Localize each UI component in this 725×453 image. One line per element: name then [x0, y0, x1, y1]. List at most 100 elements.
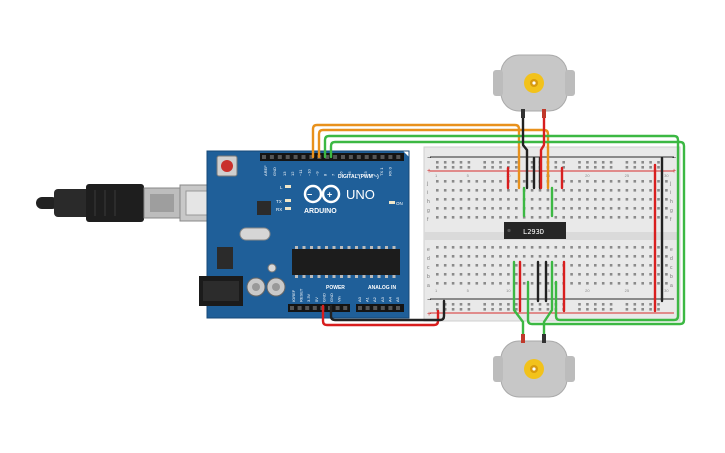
digital-pin-label: 4	[355, 173, 360, 176]
rail-plus-top-right: +	[672, 168, 676, 175]
col-label: 25	[625, 288, 630, 293]
row-label: i	[427, 190, 428, 196]
digital-pin-label: RX 0	[387, 166, 392, 176]
col-label: 10	[506, 288, 511, 293]
svg-text:+: +	[327, 190, 332, 200]
col-label: 1	[435, 173, 438, 178]
row-label: c	[670, 265, 673, 271]
analog-pin-label: A1	[365, 296, 370, 302]
wire-orange-1[interactable]	[311, 123, 521, 190]
top-motor[interactable]	[493, 54, 575, 118]
usb-chip	[257, 201, 271, 215]
rail-minus-top-right: −	[672, 155, 676, 162]
row-label: c	[427, 265, 430, 271]
row-label: e	[670, 247, 673, 253]
power-pin-label: GND	[321, 293, 326, 302]
analog-label: ANALOG IN	[368, 285, 396, 291]
arduino-model: UNO	[346, 187, 375, 202]
digital-pin-label: 12	[290, 171, 295, 176]
rail-minus-bottom: −	[427, 297, 431, 304]
power-pin-label: IOREF	[291, 289, 296, 302]
row-label: j	[426, 181, 428, 187]
col-label: 5	[467, 288, 470, 293]
power-pin-label: Vin	[337, 296, 342, 302]
gnd-label: GND	[272, 167, 277, 176]
led-on	[389, 201, 395, 204]
bottom-motor[interactable]	[493, 334, 575, 398]
analog-pin-label: A0	[357, 296, 362, 302]
digital-pin-label: ~11	[298, 169, 303, 176]
col-label: 30	[664, 288, 669, 293]
wire-red-power[interactable]	[321, 304, 440, 327]
row-label: d	[427, 256, 430, 262]
wire-black-gnd[interactable]	[329, 299, 446, 322]
led-tx-label: TX	[276, 199, 282, 204]
atmega-chip	[292, 246, 400, 278]
arduino-logo: − +	[303, 184, 341, 204]
digital-pin-label: 7	[331, 173, 336, 176]
row-label: b	[427, 274, 430, 280]
power-pin-label: 3.3V	[306, 293, 311, 302]
analog-pin-label: A3	[380, 296, 385, 302]
power-label: POWER	[326, 285, 345, 291]
wire-green-1[interactable]	[323, 134, 680, 322]
analog-pin-label: A2	[372, 296, 377, 302]
gear-icon	[524, 359, 544, 379]
digital-pin-label: 8	[323, 173, 328, 176]
row-label: d	[670, 256, 673, 262]
dc-power-jack[interactable]	[199, 276, 243, 306]
arduino-uno-board[interactable]: − + ARDUINO UNO DIGITAL (PWM ~) L TX RX …	[199, 150, 410, 319]
row-label: i	[670, 190, 671, 196]
row-label: j	[669, 181, 671, 187]
rail-plus-top: +	[427, 168, 431, 175]
row-label: a	[670, 283, 673, 289]
power-pin-label: GND	[329, 293, 334, 302]
chip-label: L293D	[523, 228, 544, 236]
led-l-label: L	[280, 185, 283, 190]
digital-pin-label: 2	[371, 173, 376, 176]
digital-pin-label: ~3	[363, 171, 368, 176]
analog-pin-label: A5	[395, 296, 400, 302]
col-label: 5	[467, 173, 470, 178]
col-label: 20	[585, 173, 590, 178]
row-label: h	[427, 199, 430, 205]
wire-motor-bottom-2[interactable]	[542, 260, 554, 336]
col-label: 15	[546, 288, 551, 293]
wire-motor-bottom-1[interactable]	[512, 260, 525, 336]
wire-motor-top-black[interactable]	[521, 116, 529, 190]
led-rx	[285, 207, 291, 210]
digital-pin-label: ~5	[347, 171, 352, 176]
led-l	[285, 185, 291, 188]
col-label: 1	[435, 288, 438, 293]
row-label: b	[670, 274, 673, 280]
capacitor	[246, 277, 266, 297]
digital-label: DIGITAL (PWM ~)	[338, 174, 379, 180]
l293d-chip[interactable]: L293D	[504, 222, 566, 239]
svg-text:−: −	[307, 190, 312, 200]
digital-pin-label: 13	[282, 171, 287, 176]
row-label: h	[670, 199, 673, 205]
wire-motor-top-red[interactable]	[539, 116, 546, 190]
power-pin-label: 5V	[314, 297, 319, 302]
power-pin-label: RESET	[299, 288, 304, 302]
capacitor	[266, 277, 286, 297]
aref-label: AREF	[263, 165, 268, 176]
led-tx	[285, 199, 291, 202]
col-label: 20	[585, 288, 590, 293]
digital-pin-label: TX 1	[379, 167, 384, 176]
power-header[interactable]	[288, 304, 350, 312]
wire-orange-2[interactable]	[317, 128, 550, 190]
col-label: 25	[625, 173, 630, 178]
reset-button[interactable]	[216, 155, 238, 177]
led-rx-label: RX	[276, 207, 282, 212]
rail-plus-bottom: +	[427, 311, 431, 318]
row-label: a	[427, 283, 430, 289]
row-label: f	[427, 217, 429, 223]
rail-minus-top: −	[427, 155, 431, 162]
analog-pin-label: A4	[387, 296, 392, 302]
wire-green-2[interactable]	[329, 140, 686, 326]
arduino-brand: ARDUINO	[304, 208, 337, 215]
row-label: f	[670, 217, 672, 223]
analog-header[interactable]	[356, 304, 404, 312]
